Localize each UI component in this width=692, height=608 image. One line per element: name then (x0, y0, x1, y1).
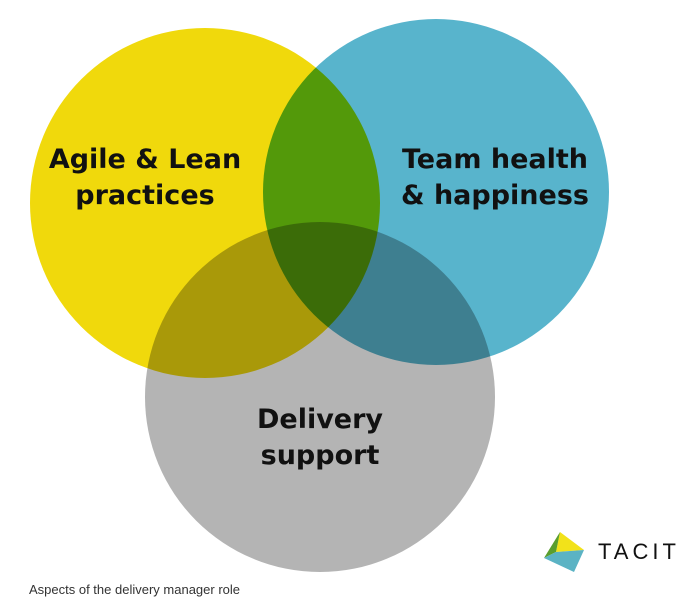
tacit-logo-icon (544, 532, 584, 572)
circle-delivery-support (145, 222, 495, 572)
label-team-health: Team health & happiness (385, 142, 605, 214)
label-agile-lean: Agile & Lean practices (40, 142, 250, 214)
figure-caption: Aspects of the delivery manager role (29, 582, 240, 597)
label-line: & happiness (401, 180, 589, 211)
tacit-logo-text: TACIT (598, 539, 680, 564)
label-line: support (260, 440, 380, 471)
tacit-logo: TACIT (544, 532, 680, 572)
label-line: Team health (401, 144, 589, 175)
label-delivery-support: Delivery support (220, 402, 420, 474)
label-line: Agile & Lean (48, 144, 242, 175)
label-line: practices (75, 180, 215, 211)
label-line: Delivery (256, 404, 384, 435)
